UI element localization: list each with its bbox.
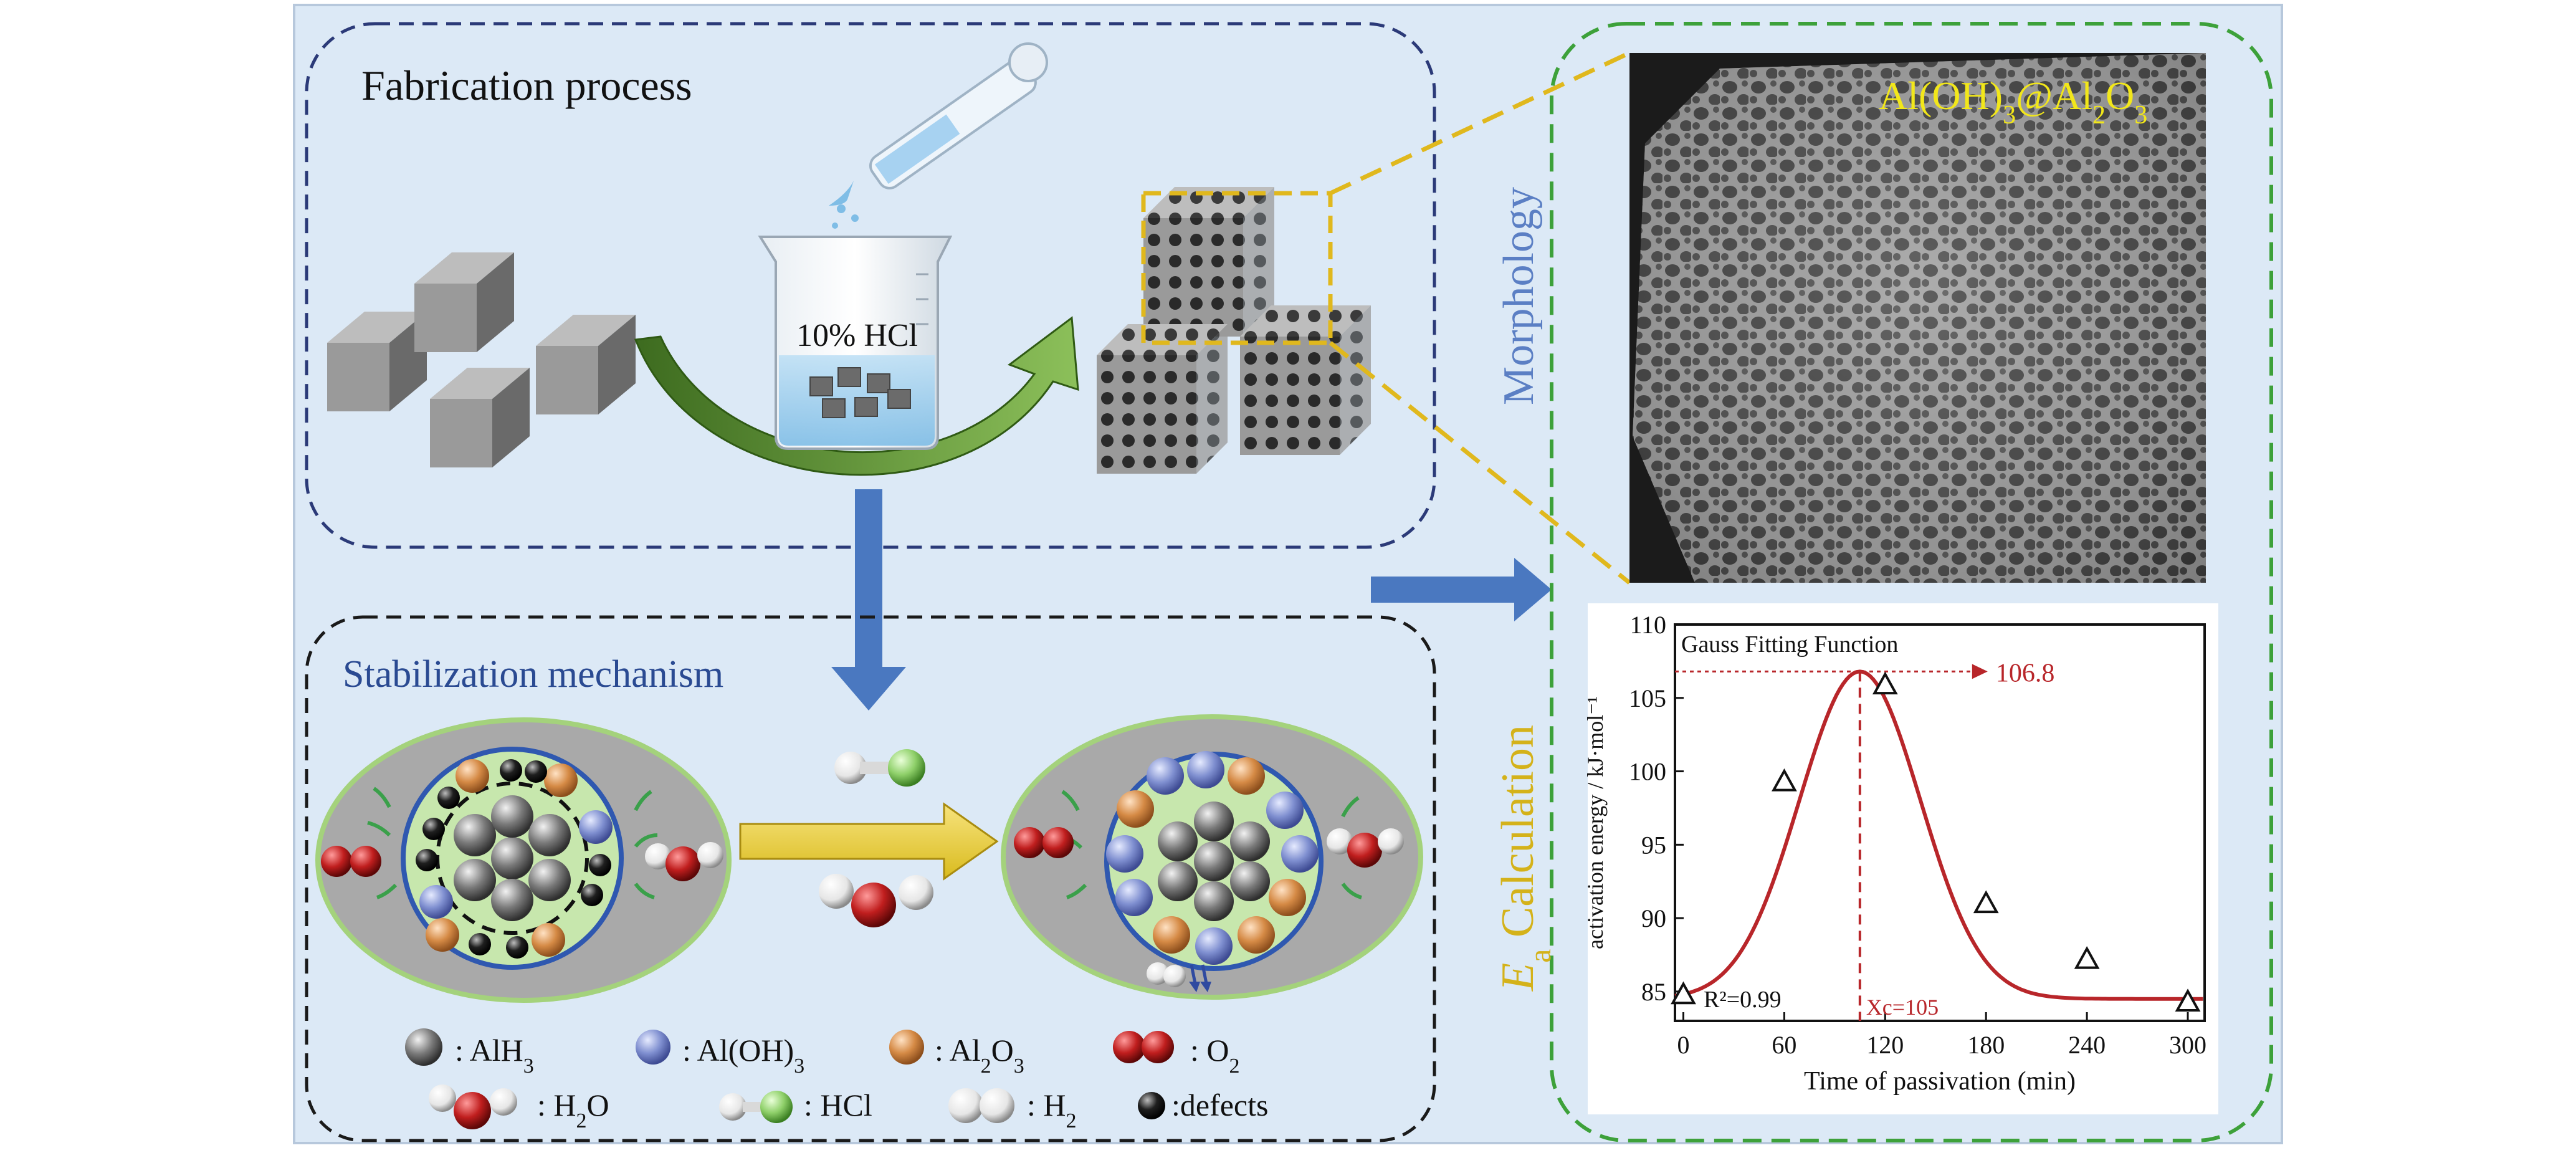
zoom-line-bottom bbox=[1329, 341, 1631, 585]
svg-text::defects: :defects bbox=[1171, 1088, 1268, 1122]
reaction-arrow bbox=[739, 802, 999, 881]
svg-text:: AlH3: : AlH3 bbox=[455, 1033, 534, 1078]
legend-alh3: : AlH3 bbox=[405, 1028, 534, 1078]
data-point bbox=[1671, 981, 1696, 1005]
y-tick-label: 85 bbox=[1641, 978, 1666, 1006]
svg-text:: H2O: : H2O bbox=[537, 1088, 609, 1132]
ea-calculation-label: Ea Calculation bbox=[1492, 725, 1557, 992]
x-tick-label: 180 bbox=[1967, 1031, 2005, 1059]
zoom-box bbox=[1141, 191, 1333, 345]
x-tick-label: 60 bbox=[1772, 1031, 1796, 1059]
beaker: 10% HCl bbox=[758, 236, 953, 450]
y-tick-label: 100 bbox=[1629, 758, 1666, 786]
plot-frame bbox=[1674, 623, 2206, 1022]
xc-label: Xc=105 bbox=[1866, 995, 1939, 1020]
x-tick-label: 120 bbox=[1866, 1031, 1904, 1059]
h2o-molecule bbox=[819, 874, 933, 927]
pipette bbox=[829, 42, 1048, 229]
alh3-core-left bbox=[454, 795, 571, 921]
stabilization-title: Stabilization mechanism bbox=[343, 653, 723, 696]
legend-o2: : O2 bbox=[1113, 1031, 1240, 1078]
x-tick-label: 300 bbox=[2169, 1031, 2206, 1059]
legend-h2: : H2 bbox=[948, 1088, 1077, 1132]
x-tick-label: 240 bbox=[2068, 1031, 2106, 1059]
stabilization-frame bbox=[305, 615, 1436, 1142]
svg-text:: Al2O3: : Al2O3 bbox=[935, 1033, 1024, 1078]
svg-text:: O2: : O2 bbox=[1190, 1033, 1240, 1078]
legend-aloh3: : Al(OH)3 bbox=[636, 1030, 804, 1078]
chart-background bbox=[1588, 603, 2218, 1114]
peak-arrowhead bbox=[1972, 664, 1988, 679]
right-arrow bbox=[1371, 558, 1552, 621]
data-point bbox=[2074, 945, 2100, 969]
svg-text:: H2: : H2 bbox=[1027, 1088, 1077, 1132]
beaker-label: 10% HCl bbox=[796, 318, 918, 353]
porous-cubes bbox=[1097, 187, 1371, 474]
legend-defects: :defects bbox=[1138, 1088, 1268, 1122]
data-point bbox=[1973, 890, 1999, 914]
hcl-molecule bbox=[834, 749, 925, 787]
svg-text:: HCl: : HCl bbox=[804, 1088, 872, 1122]
y-tick-label: 110 bbox=[1629, 611, 1666, 639]
gauss-fit-curve bbox=[1674, 669, 2203, 1001]
y-axis-label: activation energy / kJ·mol⁻¹ bbox=[1583, 696, 1608, 949]
down-arrow bbox=[831, 489, 906, 711]
zoom-line-top bbox=[1329, 50, 1631, 196]
x-tick-label: 0 bbox=[1677, 1031, 1689, 1059]
chart-title: Gauss Fitting Function bbox=[1681, 631, 1898, 658]
data-point bbox=[2175, 988, 2201, 1012]
y-tick-label: 105 bbox=[1629, 684, 1666, 712]
legend-al2o3: : Al2O3 bbox=[889, 1030, 1024, 1078]
fabrication-title: Fabrication process bbox=[361, 62, 692, 109]
legend-hcl: : HCl bbox=[719, 1088, 872, 1123]
data-point bbox=[1771, 768, 1797, 792]
data-point bbox=[1872, 671, 1898, 695]
svg-text:: Al(OH)3: : Al(OH)3 bbox=[682, 1033, 804, 1078]
x-axis-label: Time of passivation (min) bbox=[1804, 1067, 2076, 1096]
particle-after bbox=[1001, 714, 1423, 1000]
gray-cubes bbox=[327, 252, 636, 467]
morphology-label: Morphology bbox=[1495, 187, 1543, 405]
y-tick-label: 90 bbox=[1641, 904, 1666, 932]
r2-label: R²=0.99 bbox=[1704, 987, 1782, 1013]
legend-h2o: : H2O bbox=[429, 1084, 609, 1132]
legend: : AlH3 : Al(OH)3 : Al2O3 : O2 : H2O : HC… bbox=[405, 1028, 1268, 1132]
y-tick-label: 95 bbox=[1641, 831, 1666, 859]
particle-before bbox=[315, 717, 732, 1003]
peak-value-label: 106.8 bbox=[1996, 659, 2055, 687]
sem-image: Al(OH)3@Al2O3 bbox=[1629, 53, 2206, 583]
